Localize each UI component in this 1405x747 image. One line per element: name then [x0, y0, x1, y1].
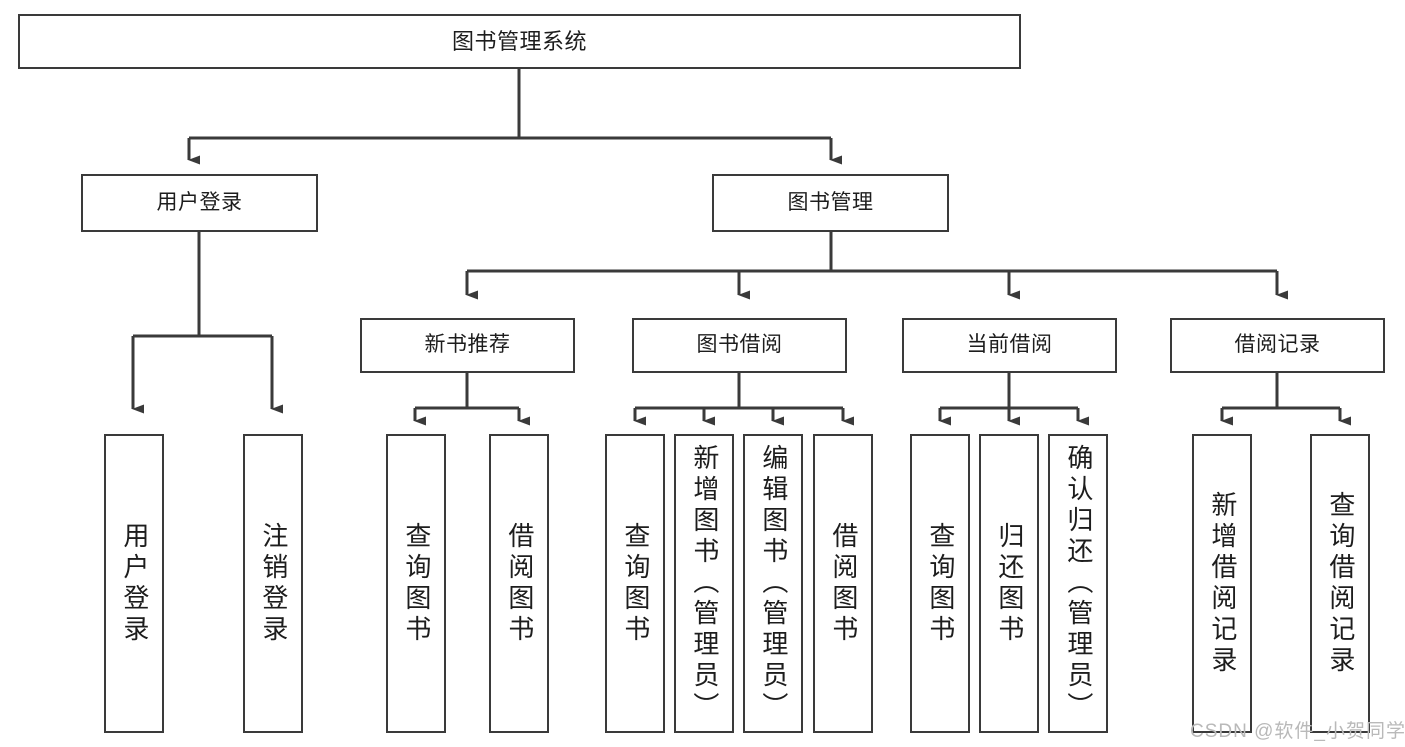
leaf-new-book-borrow[interactable]: 借阅图书 [489, 434, 549, 733]
watermark-credit: CSDN @软件_小贺同学 [1190, 721, 1405, 742]
leaf-book-borrow-add-label: 新增图书（管理员） [689, 444, 720, 723]
node-book-borrow[interactable]: 图书借阅 [632, 318, 847, 373]
node-user-login[interactable]: 用户登录 [81, 174, 318, 232]
leaf-current-borrow-query-label: 查询图书 [925, 521, 956, 646]
node-book-management-label: 图书管理 [787, 190, 874, 214]
leaf-user-login-login[interactable]: 用户登录 [104, 434, 164, 733]
leaf-user-login-logout[interactable]: 注销登录 [243, 434, 303, 733]
node-new-book-recommend[interactable]: 新书推荐 [360, 318, 575, 373]
node-book-borrow-label: 图书借阅 [696, 333, 783, 357]
leaf-new-book-borrow-label: 借阅图书 [504, 521, 535, 646]
leaf-current-borrow-confirm[interactable]: 确认归还（管理员） [1048, 434, 1108, 733]
leaf-current-borrow-query[interactable]: 查询图书 [910, 434, 970, 733]
leaf-book-borrow-query-label: 查询图书 [620, 521, 651, 646]
leaf-borrow-record-add[interactable]: 新增借阅记录 [1192, 434, 1252, 733]
leaf-book-borrow-edit[interactable]: 编辑图书（管理员） [743, 434, 803, 733]
node-borrow-record[interactable]: 借阅记录 [1170, 318, 1385, 373]
leaf-book-borrow-edit-label: 编辑图书（管理员） [758, 444, 789, 723]
leaf-current-borrow-return-label: 归还图书 [994, 521, 1025, 646]
leaf-book-borrow-add[interactable]: 新增图书（管理员） [674, 434, 734, 733]
node-book-management[interactable]: 图书管理 [712, 174, 949, 232]
leaf-new-book-query[interactable]: 查询图书 [386, 434, 446, 733]
node-new-book-recommend-label: 新书推荐 [424, 333, 511, 357]
node-current-borrow[interactable]: 当前借阅 [902, 318, 1117, 373]
node-user-login-label: 用户登录 [156, 190, 243, 214]
leaf-current-borrow-return[interactable]: 归还图书 [979, 434, 1039, 733]
leaf-borrow-record-add-label: 新增借阅记录 [1207, 490, 1238, 677]
node-current-borrow-label: 当前借阅 [966, 333, 1053, 357]
node-root-system-label: 图书管理系统 [451, 28, 587, 54]
leaf-book-borrow-query[interactable]: 查询图书 [605, 434, 665, 733]
leaf-current-borrow-confirm-label: 确认归还（管理员） [1063, 444, 1094, 723]
leaf-user-login-logout-label: 注销登录 [258, 521, 289, 646]
leaf-book-borrow-borrow-label: 借阅图书 [828, 521, 859, 646]
leaf-new-book-query-label: 查询图书 [401, 521, 432, 646]
leaf-book-borrow-borrow[interactable]: 借阅图书 [813, 434, 873, 733]
leaf-borrow-record-query-label: 查询借阅记录 [1325, 490, 1356, 677]
node-borrow-record-label: 借阅记录 [1234, 333, 1321, 357]
node-root-system[interactable]: 图书管理系统 [18, 14, 1021, 69]
leaf-borrow-record-query[interactable]: 查询借阅记录 [1310, 434, 1370, 733]
leaf-user-login-login-label: 用户登录 [119, 521, 150, 646]
